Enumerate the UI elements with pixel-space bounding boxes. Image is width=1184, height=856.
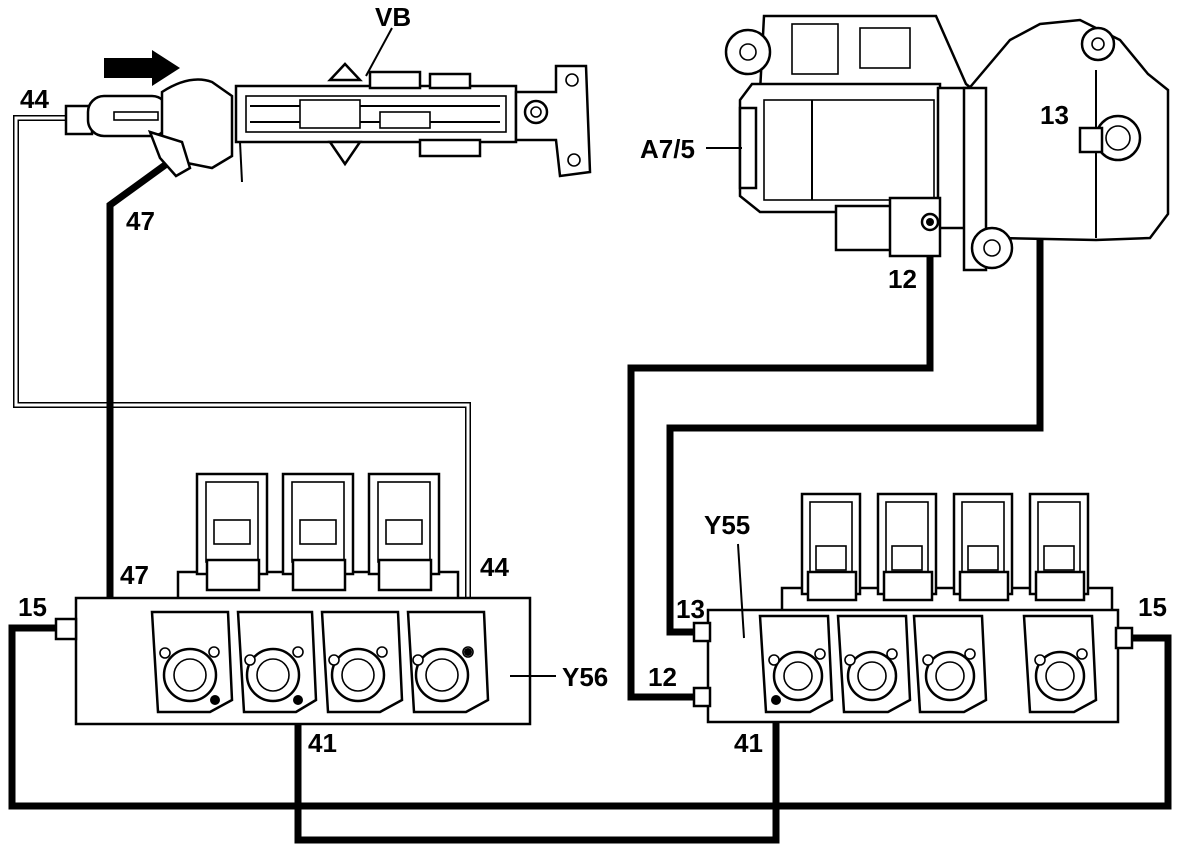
label-a7-port-13: 13 — [1040, 100, 1069, 130]
label-vb: VB — [375, 2, 411, 32]
y55-solenoid-2 — [876, 492, 938, 602]
y56-valve-1 — [150, 610, 234, 714]
label-y56-port-41: 41 — [308, 728, 337, 758]
line-44 — [13, 115, 471, 650]
label-y55-port-12: 12 — [648, 662, 677, 692]
y56-valve-4 — [406, 610, 490, 714]
y56-valve-2 — [236, 610, 318, 714]
y55-valve-3 — [912, 614, 988, 714]
y56-valve-3 — [320, 610, 404, 714]
valve-block-y56 — [54, 472, 556, 726]
component-a7-5 — [706, 14, 1170, 272]
line-12 — [627, 225, 934, 701]
label-a7-5: A7/5 — [640, 134, 695, 164]
y55-solenoid-3 — [952, 492, 1014, 602]
label-a7-port-12: 12 — [888, 264, 917, 294]
y55-valve-4 — [1022, 614, 1098, 714]
direction-arrow-icon — [104, 50, 180, 86]
y56-solenoid-1 — [195, 472, 269, 592]
valve-block-y55 — [692, 492, 1134, 724]
label-y56-port-15: 15 — [18, 592, 47, 622]
label-y55-port-13: 13 — [676, 594, 705, 624]
line-41 — [294, 700, 780, 844]
y55-valve-2 — [836, 614, 912, 714]
label-y55: Y55 — [704, 510, 750, 540]
line-15 — [8, 624, 1172, 810]
label-vb-port-44: 44 — [20, 84, 49, 114]
y55-solenoid-1 — [800, 492, 862, 602]
label-vb-port-47: 47 — [126, 206, 155, 236]
y56-solenoid-3 — [367, 472, 441, 592]
y55-valve-1 — [758, 614, 834, 714]
component-vb — [64, 27, 592, 183]
y55-solenoid-4 — [1028, 492, 1090, 602]
label-y56-port-44: 44 — [480, 552, 509, 582]
label-y56: Y56 — [562, 662, 608, 692]
label-y55-port-41: 41 — [734, 728, 763, 758]
label-y55-port-15: 15 — [1138, 592, 1167, 622]
label-y56-port-47: 47 — [120, 560, 149, 590]
y56-solenoid-2 — [281, 472, 355, 592]
